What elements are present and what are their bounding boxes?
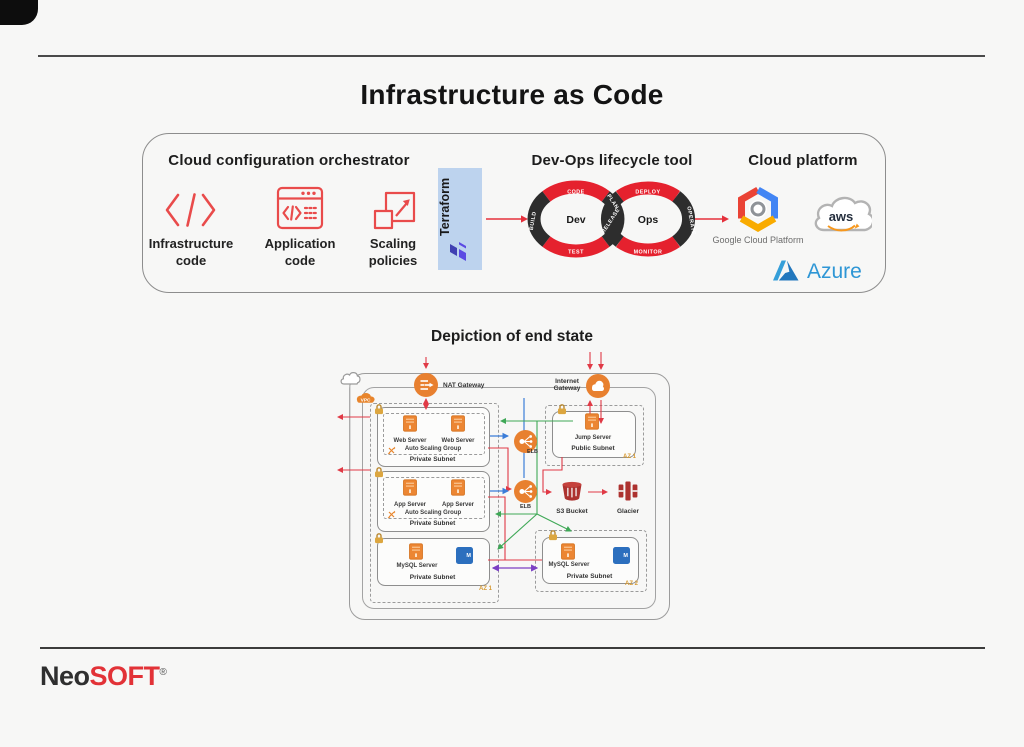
- orchestrator-item-label: Infrastructure code: [148, 236, 234, 268]
- web-subnet-label: Private Subnet: [409, 455, 456, 463]
- app-window-code-icon: [276, 186, 324, 230]
- arrow-devops-to-cloud: [695, 215, 729, 223]
- az-jump-box: [545, 405, 644, 466]
- jump-server-label: Jump Server: [574, 435, 612, 441]
- orchestrator-item-label: Scaling policies: [368, 236, 418, 268]
- diagram-connectors: [336, 352, 609, 572]
- loop-segment-build: BUILD: [529, 211, 538, 231]
- google-cloud-icon: [738, 186, 778, 232]
- auto-scaling-icon: [387, 510, 396, 519]
- terraform-label: Terraform: [438, 177, 452, 237]
- loop-segment-monitor: MONITOR: [634, 249, 663, 255]
- web-server-label: Web Server: [393, 438, 427, 444]
- internet-gateway-label: Internet Gateway: [553, 378, 581, 393]
- db-left-subnet-label: Private Subnet: [409, 573, 456, 581]
- web-tier-box: [377, 407, 490, 467]
- lock-icon: [375, 467, 383, 478]
- mysql-server-icon: [409, 543, 423, 560]
- bottom-divider: [40, 647, 985, 649]
- elb1-icon: [514, 430, 537, 453]
- end-state-heading: Depiction of end state: [431, 328, 593, 345]
- mysql-server-icon: [561, 543, 575, 560]
- loop-dev-label: Dev: [566, 214, 585, 226]
- cloud-platform-heading: Cloud platform: [748, 152, 858, 169]
- ec2-server-icon: [451, 479, 465, 496]
- lock-icon: [549, 530, 557, 541]
- top-divider: [38, 55, 985, 57]
- lock-icon: [375, 533, 383, 544]
- loop-ops-label: Ops: [638, 214, 659, 226]
- auto-scaling-icon: [387, 446, 396, 455]
- arrow-terraform-to-devops: [486, 215, 528, 223]
- scaling-squares-icon: [373, 191, 416, 230]
- web-asg-box: [383, 413, 485, 455]
- loop-segment-operate: OPERATE: [685, 206, 696, 236]
- orchestrator-item-label: Application code: [264, 236, 336, 268]
- glacier-label: Glacier: [616, 508, 640, 515]
- nat-gateway-icon: [414, 373, 438, 397]
- mysql-server-label: MySQL Server: [396, 563, 438, 569]
- nat-gateway-label: NAT Gateway: [443, 382, 485, 389]
- glacier-icon: [618, 481, 638, 501]
- google-cloud-caption: Google Cloud Platform: [712, 235, 804, 245]
- brand-soft: SOFT: [89, 661, 161, 691]
- page-title: Infrastructure as Code: [360, 79, 664, 110]
- loop-segment-deploy: DEPLOY: [635, 189, 660, 195]
- web-asg-label: Auto Scaling Group: [404, 446, 462, 452]
- mysql-m-badge: M: [456, 547, 473, 564]
- mysql-server-label: MySQL Server: [548, 562, 590, 568]
- aws-logo-icon: aws: [814, 196, 872, 232]
- loop-segment-test: TEST: [568, 249, 584, 255]
- jump-subnet-label: Public Subnet: [571, 445, 615, 452]
- aws-label: aws: [829, 209, 854, 224]
- az-right-label: AZ 2: [624, 581, 638, 587]
- terraform-logo-icon: [450, 242, 466, 261]
- elb2-label: ELB: [520, 503, 531, 510]
- mysql-m-badge: M: [613, 547, 630, 564]
- app-server-label: App Server: [393, 502, 426, 508]
- brand-neo: Neo: [40, 661, 90, 691]
- ec2-server-icon: [403, 415, 417, 432]
- lock-icon: [558, 404, 566, 415]
- az-jump-label: AZ 1: [622, 454, 636, 460]
- ec2-server-icon: [451, 415, 465, 432]
- azure-logo: Azure: [773, 252, 885, 282]
- app-asg-box: [383, 477, 485, 519]
- orchestrator-heading: Cloud configuration orchestrator: [168, 152, 410, 169]
- terraform-banner: Terraform: [438, 168, 482, 270]
- jump-server-icon: [585, 413, 599, 430]
- s3-bucket-label: S3 Bucket: [556, 508, 588, 515]
- db-right-subnet-label: Private Subnet: [566, 572, 613, 580]
- registered-mark: ®: [159, 667, 167, 678]
- app-tier-box: [377, 471, 490, 532]
- az-right-box: [535, 530, 647, 592]
- cloud-icon: [340, 372, 361, 385]
- az-left-box: [370, 403, 499, 603]
- devops-heading: Dev-Ops lifecycle tool: [531, 152, 693, 169]
- brand-logo: NeoSOFT®: [40, 661, 167, 692]
- vpc-badge: VPC: [356, 393, 375, 403]
- code-brackets-icon: [165, 193, 216, 227]
- devops-loop: CODE PLAN BUILD TEST RELEASE DEPLOY OPER…: [527, 180, 696, 258]
- vpc-inner-box: [362, 387, 656, 609]
- loop-segment-code: CODE: [567, 189, 585, 195]
- lock-icon: [375, 404, 383, 415]
- az-left-label: AZ 1: [478, 586, 492, 592]
- corner-accent: [0, 0, 38, 25]
- internet-gateway-icon: [586, 374, 610, 398]
- web-server-label: Web Server: [441, 438, 475, 444]
- pipeline-box: [142, 133, 886, 293]
- app-subnet-label: Private Subnet: [409, 520, 456, 527]
- ec2-server-icon: [403, 479, 417, 496]
- app-asg-label: Auto Scaling Group: [404, 510, 462, 516]
- azure-icon: [773, 260, 799, 281]
- vpc-label: VPC: [361, 397, 371, 403]
- s3-bucket-icon: [562, 481, 582, 501]
- elb2-icon: [514, 480, 537, 503]
- azure-label: Azure: [807, 260, 862, 283]
- app-server-label: App Server: [441, 502, 474, 508]
- elb1-label: ELB: [527, 449, 538, 455]
